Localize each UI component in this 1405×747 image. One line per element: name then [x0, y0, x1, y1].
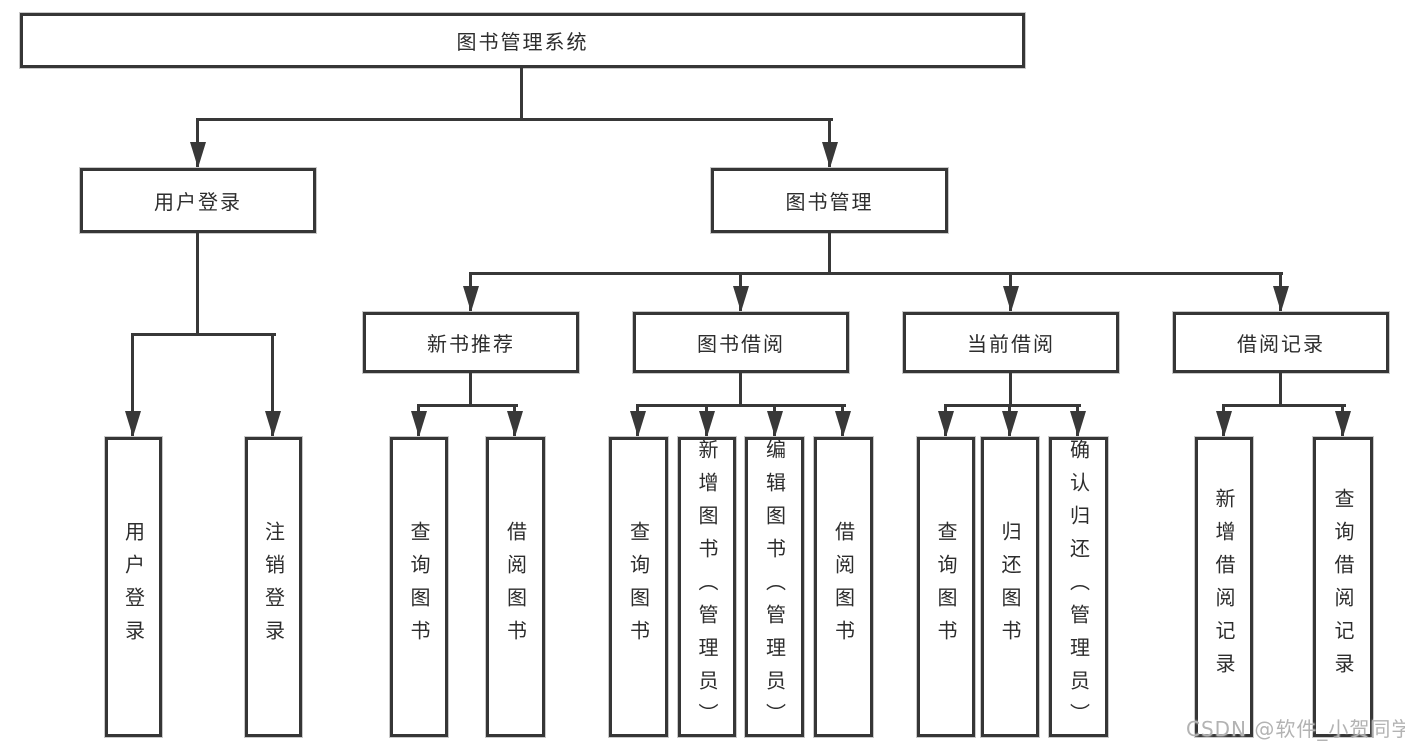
- connector-root-rail: [196, 118, 833, 121]
- node-book-mgmt-label: 图书管理: [785, 190, 874, 214]
- node-leaf-query-books-borrow-label: 查询图书: [626, 521, 651, 653]
- arrow-down-icon: [411, 411, 427, 437]
- arrow-down-icon: [733, 286, 749, 312]
- connector-drop-leaf-logout: [271, 333, 274, 437]
- node-leaf-borrow-books-borrow-label: 借阅图书: [831, 521, 856, 653]
- node-leaf-logout: 注销登录: [245, 437, 302, 737]
- node-leaf-borrow-books-rec: 借阅图书: [486, 437, 545, 737]
- arrow-down-icon: [767, 411, 783, 437]
- node-book-borrow-label: 图书借阅: [697, 332, 785, 356]
- node-leaf-return-book-label: 归还图书: [998, 521, 1022, 653]
- arrow-down-icon: [1273, 286, 1289, 312]
- arrow-down-icon: [125, 411, 141, 437]
- node-leaf-borrow-books-borrow: 借阅图书: [814, 437, 873, 737]
- node-leaf-query-books-rec: 查询图书: [390, 437, 448, 737]
- node-root-label: 图书管理系统: [456, 30, 589, 54]
- node-leaf-user-login: 用户登录: [105, 437, 162, 737]
- connector-rec-rail: [417, 404, 518, 407]
- node-leaf-edit-book: 编辑图书（管理员）: [745, 437, 804, 737]
- node-current-borrow-label: 当前借阅: [967, 332, 1055, 356]
- node-borrow-records-label: 借阅记录: [1237, 332, 1325, 356]
- node-current-borrow: 当前借阅: [903, 312, 1119, 373]
- node-leaf-edit-book-label: 编辑图书（管理员）: [762, 438, 787, 736]
- arrow-down-icon: [190, 142, 206, 168]
- node-new-book-rec: 新书推荐: [363, 312, 579, 373]
- node-leaf-borrow-books-rec-label: 借阅图书: [503, 521, 528, 653]
- node-new-book-rec-label: 新书推荐: [427, 332, 515, 356]
- connector-drop-leaf-user-login: [131, 333, 134, 437]
- node-leaf-query-books-rec-label: 查询图书: [407, 521, 431, 653]
- arrow-down-icon: [1002, 411, 1018, 437]
- node-leaf-query-borrow-record: 查询借阅记录: [1313, 437, 1373, 737]
- connector-mgmt-rail: [469, 272, 1283, 275]
- connector-records-stem: [1279, 373, 1282, 406]
- node-leaf-add-book-label: 新增图书（管理员）: [695, 438, 719, 736]
- node-root: 图书管理系统: [20, 13, 1025, 68]
- connector-mgmt-stem: [828, 233, 831, 274]
- node-leaf-add-borrow-record-label: 新增借阅记录: [1212, 488, 1236, 686]
- node-book-mgmt: 图书管理: [711, 168, 948, 233]
- connector-root-stem: [520, 68, 523, 119]
- node-leaf-query-books-current-label: 查询图书: [934, 521, 958, 653]
- arrow-down-icon: [507, 411, 523, 437]
- node-leaf-add-borrow-record: 新增借阅记录: [1195, 437, 1253, 737]
- arrow-down-icon: [265, 411, 281, 437]
- node-leaf-user-login-label: 用户登录: [121, 521, 146, 653]
- arrow-down-icon: [938, 411, 954, 437]
- connector-borrow-rail: [636, 404, 846, 407]
- connector-current-rail: [944, 404, 1081, 407]
- node-leaf-query-books-borrow: 查询图书: [609, 437, 668, 737]
- connector-records-rail: [1222, 404, 1346, 407]
- node-user-login: 用户登录: [80, 168, 316, 233]
- arrow-down-icon: [699, 411, 715, 437]
- connector-user-stem: [196, 233, 199, 335]
- node-leaf-add-book: 新增图书（管理员）: [678, 437, 736, 737]
- node-leaf-logout-label: 注销登录: [261, 521, 286, 653]
- arrow-down-icon: [835, 411, 851, 437]
- node-borrow-records: 借阅记录: [1173, 312, 1389, 373]
- arrow-down-icon: [1216, 411, 1232, 437]
- connector-current-stem: [1009, 373, 1012, 406]
- arrow-down-icon: [630, 411, 646, 437]
- arrow-down-icon: [463, 286, 479, 312]
- connector-user-rail: [131, 333, 276, 336]
- node-book-borrow: 图书借阅: [633, 312, 849, 373]
- connector-borrow-stem: [739, 373, 742, 406]
- node-leaf-confirm-return-label: 确认归还（管理员）: [1066, 438, 1091, 736]
- node-leaf-query-borrow-record-label: 查询借阅记录: [1331, 488, 1355, 686]
- arrow-down-icon: [1003, 286, 1019, 312]
- arrow-down-icon: [822, 142, 838, 168]
- csdn-watermark: CSDN @软件_小贺同学: [1186, 717, 1405, 741]
- node-leaf-confirm-return: 确认归还（管理员）: [1049, 437, 1108, 737]
- arrow-down-icon: [1335, 411, 1351, 437]
- arrow-down-icon: [1070, 411, 1086, 437]
- connector-rec-stem: [469, 373, 472, 406]
- node-user-login-label: 用户登录: [154, 190, 242, 214]
- node-leaf-return-book: 归还图书: [981, 437, 1039, 737]
- node-leaf-query-books-current: 查询图书: [917, 437, 975, 737]
